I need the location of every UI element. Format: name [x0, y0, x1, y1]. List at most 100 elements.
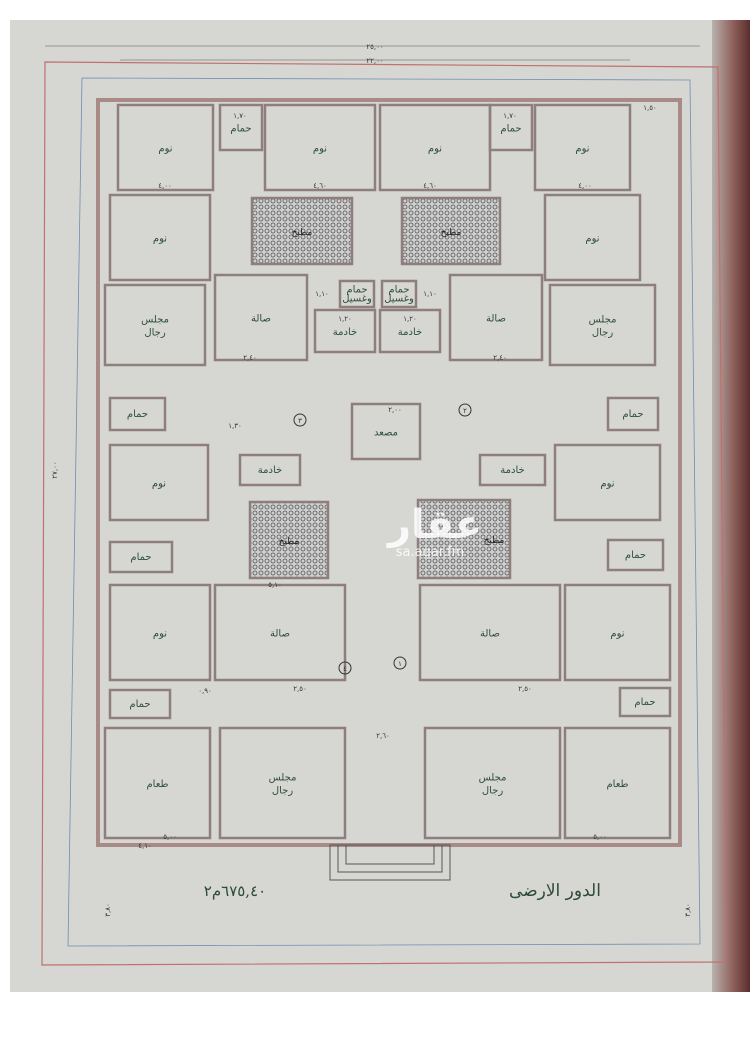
room-outline — [416, 498, 512, 580]
room-outline — [103, 726, 212, 840]
room-outline — [218, 726, 347, 840]
room-kitchen: مطبخ — [248, 500, 330, 580]
room-label: مطبخ — [292, 228, 313, 238]
apartment-number-circle — [393, 656, 407, 670]
room-label: طعام — [606, 779, 628, 790]
overall-width-label: ٢٥,٠٠ — [366, 43, 383, 51]
room-outline — [380, 279, 418, 309]
room-label: مطبخ — [441, 228, 462, 238]
dimension-label: ٢,٦٠ — [376, 732, 390, 740]
dimension-label: ٤,٠٠ — [158, 182, 172, 190]
floor-area: ٦٧٥,٤٠م٢ — [204, 882, 266, 900]
room-outline — [350, 402, 422, 461]
dimension-label: ٢,٥٠ — [293, 685, 307, 693]
room-label: صالة — [270, 629, 290, 640]
room-outline — [423, 726, 562, 840]
room-maid: خادمة — [238, 453, 302, 487]
room-outline — [618, 686, 672, 718]
apartment-number-circle — [338, 661, 352, 675]
room-living: صالة — [418, 583, 562, 682]
room-bath: حمام — [218, 103, 264, 152]
room-kitchen: مطبخ — [416, 498, 512, 580]
room-kitchen: مطبخ — [250, 196, 354, 266]
room-outline — [108, 193, 212, 282]
room-bath: حمام — [606, 396, 660, 432]
dimension-label: ٤,٦٠ — [313, 182, 327, 190]
inner-width-label: ٢٢,٠٠ — [366, 57, 383, 65]
room-label: مجلس — [141, 315, 169, 326]
dimension-label: ٢,٤٠ — [493, 354, 507, 362]
room-outline — [606, 396, 660, 432]
room-label: نوم — [428, 144, 442, 155]
room-outline — [488, 103, 534, 152]
room-dining: طعام — [103, 726, 212, 840]
room-label: حمام — [127, 409, 148, 420]
dimension-label: ٤,١٠ — [138, 842, 152, 850]
floor-title: الدور الارضى — [509, 881, 601, 901]
room-bedroom: نوم — [533, 103, 632, 192]
side-length-label: ٢٧,٠٠ — [51, 461, 59, 478]
room-outline — [543, 193, 642, 282]
dimension-label: ١,٧٠ — [503, 112, 517, 120]
room-outline — [418, 583, 562, 682]
room-label: نوم — [585, 234, 599, 245]
room-label: حمام — [388, 285, 409, 296]
room-label: نوم — [313, 144, 327, 155]
dimension-label: ١,٢٠ — [403, 315, 417, 323]
room-bedroom: نوم — [378, 103, 492, 192]
room-outline — [248, 500, 330, 580]
dimension-label: ٢,٠٠ — [388, 406, 402, 414]
setback-label-left: ٣,٨٠ — [104, 903, 112, 917]
dimension-label: ٢,٤٠ — [243, 354, 257, 362]
room-living: صالة — [448, 273, 544, 362]
room-label: وغسيل — [342, 294, 372, 305]
room-outline — [553, 443, 662, 522]
dimension-label: ٠,٩٠ — [198, 687, 212, 695]
room-outline — [563, 583, 672, 682]
room-outline — [238, 453, 302, 487]
room-label: خادمة — [333, 327, 357, 338]
room-label: مجلس — [269, 773, 297, 784]
dimension-label: ١,٧٠ — [233, 112, 247, 120]
room-label: نوم — [575, 144, 589, 155]
room-bath: حمام — [606, 538, 665, 572]
apartment-number-circle — [458, 403, 472, 417]
room-label: حمام — [129, 699, 150, 710]
room-outline — [218, 103, 264, 152]
room-label: رجال — [272, 786, 293, 797]
room-label: صالة — [251, 314, 271, 325]
dimension-label: ٥,٠٠ — [163, 833, 177, 841]
room-label: مطبخ — [484, 536, 505, 546]
room-outline — [448, 273, 544, 362]
room-label: خادمة — [500, 465, 524, 476]
room-elevator: مصعد — [350, 402, 422, 461]
room-label: طعام — [146, 779, 168, 790]
dimension-label: ١,١٠ — [423, 290, 437, 298]
room-bath: حمام — [488, 103, 534, 152]
room-dining: طعام — [563, 726, 672, 840]
watermark-logo: عقار — [388, 502, 483, 548]
room-label: حمام — [500, 124, 521, 135]
room-living: صالة — [213, 273, 309, 362]
room-label: حمام — [622, 409, 643, 420]
dimension-label: ٥,٠٠ — [593, 833, 607, 841]
room-outline — [213, 583, 347, 682]
apartment-number: ٤ — [343, 665, 347, 673]
room-label: صالة — [480, 629, 500, 640]
room-outline — [478, 453, 547, 487]
dimension-label: ٤,٠٠ — [578, 182, 592, 190]
room-bedroom: نوم — [553, 443, 662, 522]
room-outline — [108, 396, 167, 432]
apartment-number: ٣ — [298, 417, 302, 425]
room-outline — [313, 308, 377, 354]
apartment-number-circle — [293, 413, 307, 427]
room-bedroom: نوم — [563, 583, 672, 682]
room-maid: خادمة — [378, 308, 442, 354]
room-bedroom: نوم — [543, 193, 642, 282]
room-outline — [378, 308, 442, 354]
